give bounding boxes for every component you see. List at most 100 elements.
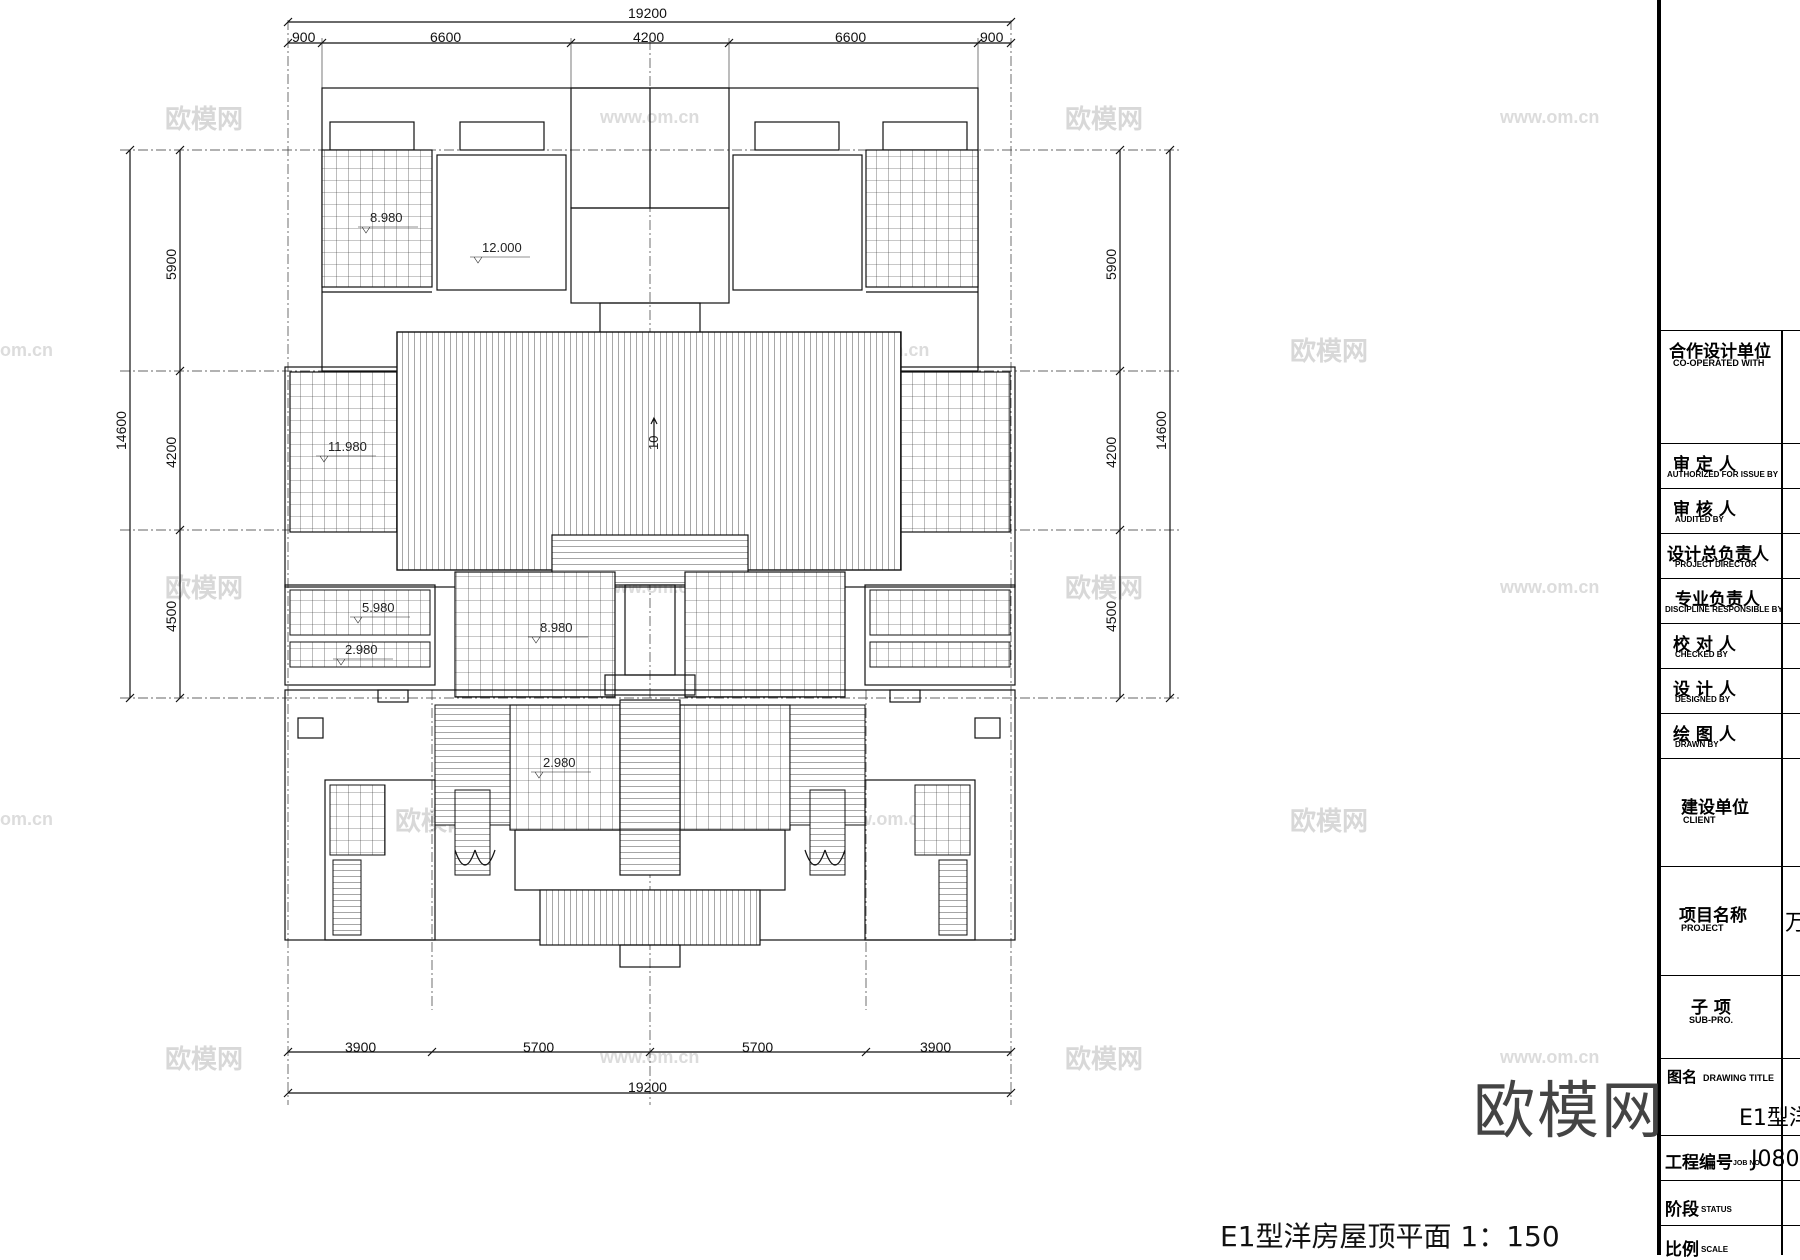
- left-mid-terrace: [289, 371, 401, 533]
- label-director-en: PROJECT DIRECTOR: [1675, 560, 1757, 569]
- label-subpro-en: SUB-PRO.: [1689, 1015, 1734, 1025]
- elev-left-mid-terrace: 11.980: [328, 439, 367, 454]
- main-metal-roof: [396, 331, 902, 571]
- row-scale: [1661, 1225, 1800, 1226]
- dim-bottom-seg-4: 3900: [920, 1039, 951, 1055]
- row-client: [1661, 758, 1800, 759]
- dim-bottom-seg-1: 3900: [345, 1039, 376, 1055]
- lower-left-terrace: [509, 704, 621, 831]
- lower-right-terrace: [679, 704, 791, 831]
- row-audited: [1661, 488, 1800, 489]
- label-subpro: 子 项: [1691, 998, 1731, 1018]
- row-cooperated: [1661, 330, 1800, 331]
- dim-bottom-seg-2: 5700: [523, 1039, 554, 1055]
- label-authorized: 审 定 人: [1673, 455, 1736, 475]
- label-discipline: 专业负责人: [1675, 590, 1760, 610]
- elev-upper-roof: 12.000: [482, 240, 522, 255]
- label-designed-en: DESIGNED BY: [1675, 695, 1731, 704]
- watermark-brand: 欧模网: [1065, 1044, 1143, 1075]
- watermark-brand: 欧模网: [1290, 806, 1368, 837]
- label-cooperated: 合作设计单位: [1669, 342, 1771, 362]
- watermark-brand: 欧模网: [165, 104, 243, 135]
- top-dimension-chain: 19200 900 6600 4200 6600 900: [283, 5, 1016, 90]
- label-drawn-en: DRAWN BY: [1675, 740, 1719, 749]
- label-drawn: 绘 图 人: [1673, 725, 1736, 745]
- watermark-brand: 欧模网: [165, 1044, 243, 1075]
- row-job-no: [1661, 1135, 1800, 1136]
- row-director: [1661, 533, 1800, 534]
- sheet-title: E1型洋房屋顶平面 1：150: [1220, 1220, 1560, 1253]
- label-drawing-title-en: DRAWING TITLE: [1703, 1073, 1774, 1083]
- label-job-no: 工程编号: [1665, 1153, 1733, 1173]
- dim-left-seg-2: 4200: [163, 437, 179, 468]
- center-left-terrace: [454, 571, 616, 698]
- dim-top-overall: 19200: [628, 5, 667, 21]
- label-job-no-en: JOB NO: [1733, 1160, 1760, 1167]
- label-discipline-en: DISCIPLINE RESPONSIBLE BY: [1665, 605, 1783, 614]
- right-mid-terrace: [899, 371, 1011, 533]
- row-project: [1661, 866, 1800, 867]
- right-dimension-chain: 5900 4200 4500 14600: [1103, 145, 1175, 703]
- label-client-en: CLIENT: [1683, 815, 1716, 825]
- label-checked-en: CHECKED BY: [1675, 650, 1728, 659]
- upper-left-terrace: [321, 149, 433, 288]
- elev-center-terrace: 8.980: [540, 620, 573, 635]
- dim-left-seg-1: 5900: [163, 249, 179, 280]
- watermark-url: www.om.cn: [1499, 107, 1599, 127]
- label-drawing-title: 图名: [1667, 1068, 1698, 1086]
- dim-top-seg-2: 6600: [430, 29, 461, 45]
- dim-top-seg-5: 900: [980, 29, 1004, 45]
- watermark-url: om.cn: [0, 340, 53, 360]
- row-authorized: [1661, 443, 1800, 444]
- row-checked: [1661, 623, 1800, 624]
- upper-right-terrace: [865, 149, 979, 288]
- watermark-brand: 欧模网: [165, 573, 243, 604]
- elev-upper-left-terrace: 8.980: [370, 210, 403, 225]
- elev-left-balcony: 2.980: [345, 642, 378, 657]
- label-audited: 审 核 人: [1673, 500, 1736, 520]
- label-checked: 校 对 人: [1673, 635, 1736, 655]
- title-block-divider: [1781, 330, 1783, 1255]
- row-status: [1661, 1180, 1800, 1181]
- watermark-brand: 欧模网: [1290, 336, 1368, 367]
- label-authorized-en: AUTHORIZED FOR ISSUE BY: [1667, 470, 1779, 479]
- elev-left-lower-terrace: 5.980: [362, 600, 395, 615]
- label-cooperated-en: CO-OPERATED WITH: [1673, 358, 1765, 368]
- watermark-brand: 欧模网: [1065, 104, 1143, 135]
- watermark-brand: 欧模网: [1065, 573, 1143, 604]
- row-drawing-title: [1661, 1058, 1800, 1059]
- dim-left-overall: 14600: [113, 411, 129, 450]
- dim-top-seg-1: 900: [292, 29, 316, 45]
- dim-bottom-overall: 19200: [628, 1079, 667, 1095]
- elevation-labels: 8.980 12.000 11.980 10 5.980 2.980 8.980…: [316, 210, 661, 779]
- dim-right-overall: 14600: [1153, 411, 1169, 450]
- left-dimension-chain: 14600 5900 4200 4500: [113, 145, 185, 703]
- label-project-en: PROJECT: [1681, 923, 1724, 933]
- label-director: 设计总负责人: [1667, 545, 1769, 565]
- value-job-no: J080: [1751, 1147, 1800, 1172]
- dim-top-seg-3: 4200: [633, 29, 664, 45]
- watermark-url: www.om.cn: [1499, 1047, 1599, 1067]
- label-designed: 设 计 人: [1673, 680, 1736, 700]
- watermark-url: www.om.cn: [1499, 577, 1599, 597]
- elev-center-lower-terrace: 2.980: [543, 755, 576, 770]
- row-drawn: [1661, 713, 1800, 714]
- row-discipline: [1661, 578, 1800, 579]
- watermark-url: om.cn: [0, 809, 53, 829]
- label-status-en: STATUS: [1701, 1205, 1732, 1214]
- watermark-logo: 欧模网: [1473, 1074, 1666, 1147]
- row-designed: [1661, 668, 1800, 669]
- title-block: 合作设计单位 CO-OPERATED WITH 审 定 人 AUTHORIZED…: [1657, 0, 1800, 1260]
- dim-right-seg-3: 4500: [1103, 601, 1119, 632]
- value-drawing-title: E1型洋: [1739, 1106, 1800, 1131]
- label-project: 项目名称: [1679, 906, 1747, 926]
- label-client: 建设单位: [1681, 798, 1749, 818]
- row-subpro: [1661, 975, 1800, 976]
- dim-right-seg-2: 4200: [1103, 437, 1119, 468]
- dim-bottom-seg-3: 5700: [742, 1039, 773, 1055]
- dim-left-seg-3: 4500: [163, 601, 179, 632]
- watermark-url: www.om.cn: [599, 1047, 699, 1067]
- label-scale-en: SCALE: [1701, 1245, 1729, 1254]
- center-right-terrace: [684, 571, 846, 698]
